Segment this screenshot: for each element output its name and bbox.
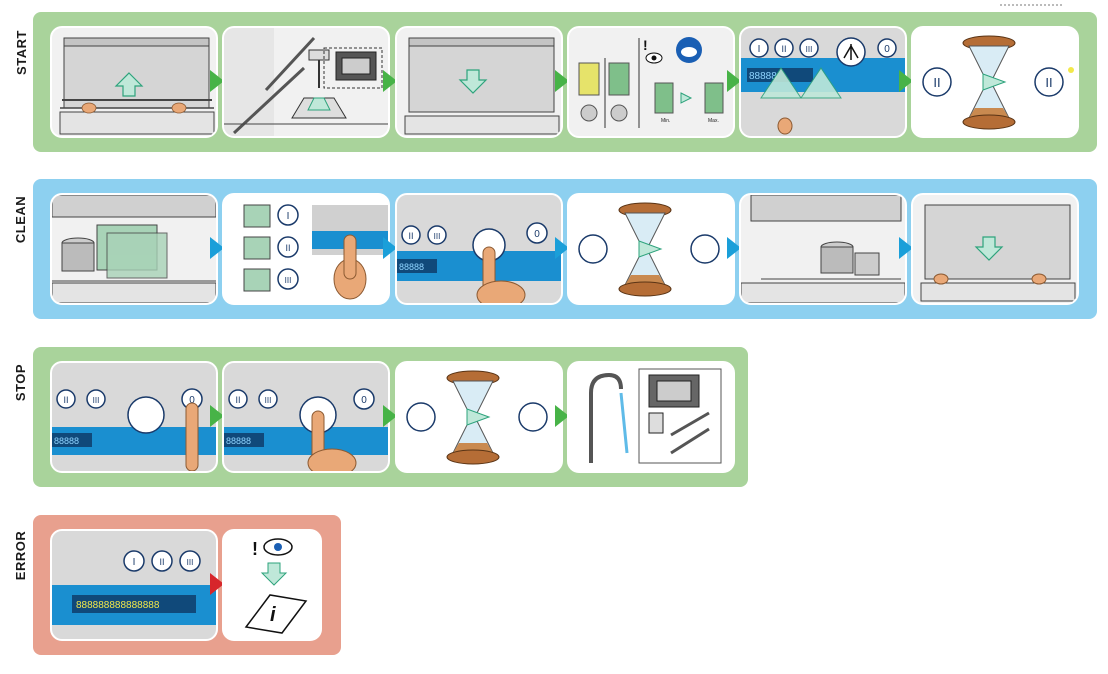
- clean-label: CLEAN: [8, 179, 34, 259]
- step-arrow: [383, 237, 397, 259]
- stop-step-press-stop: II III 0 88888: [50, 361, 218, 473]
- btn-2-label: II: [235, 395, 240, 405]
- btn-2-label: II: [63, 395, 68, 405]
- start-label: START: [8, 12, 34, 92]
- decorative-mark: [1000, 0, 1062, 6]
- start-step-lift-hood: [50, 26, 218, 138]
- min-label: Min.: [661, 118, 670, 124]
- goggles-icon: [676, 37, 702, 63]
- step-arrow: [210, 405, 224, 427]
- arrow-up-icon: [114, 72, 144, 97]
- stop-step-press-wash: II III 0 88888: [222, 361, 390, 473]
- clean-label-text: CLEAN: [13, 195, 29, 243]
- btn-2-label: II: [1045, 75, 1052, 90]
- step-arrow: [383, 70, 397, 92]
- stop-step-rinse-filters: [567, 361, 735, 473]
- arrow-down-icon: [458, 69, 488, 94]
- start-step-check-detergent: ! Min. Max.: [567, 26, 735, 138]
- stop-label: STOP: [8, 347, 34, 417]
- error-label-text: ERROR: [13, 530, 29, 580]
- start-step-select-cycle: I II III 0 88888: [739, 26, 907, 138]
- step-arrow: [383, 405, 397, 427]
- btn-2-label: II: [285, 243, 290, 253]
- clean-step-load-basket: [50, 193, 218, 305]
- btn-2-label: II: [933, 75, 940, 90]
- btn-1-label: I: [758, 44, 761, 55]
- display-digits: 88888: [54, 436, 79, 446]
- btn-0-label: 0: [361, 395, 367, 406]
- svg-text:!: !: [252, 539, 258, 559]
- btn-3-label: III: [265, 396, 272, 405]
- step-arrow: [555, 405, 569, 427]
- btn-1-label: I: [287, 211, 290, 222]
- clean-step-press-start: II III 0 88888: [395, 193, 563, 305]
- stop-label-text: STOP: [13, 363, 29, 401]
- error-step-check-manual: ! i: [222, 529, 322, 641]
- wash-icon: [843, 44, 859, 60]
- clean-step-unload: [739, 193, 907, 305]
- start-label-text: START: [13, 29, 29, 75]
- step-arrow: [555, 237, 569, 259]
- eye-icon: [263, 538, 293, 556]
- start-step-fit-filters: [222, 26, 390, 138]
- display-digits: 88888: [749, 71, 777, 82]
- btn-3-label: III: [187, 558, 194, 567]
- btn-0-label: 0: [534, 229, 540, 240]
- btn-0-label: 0: [884, 44, 890, 55]
- display-digits: 88888: [226, 436, 251, 446]
- error-label: ERROR: [8, 515, 34, 595]
- step-arrow: [899, 237, 913, 259]
- step-arrow: [899, 70, 913, 92]
- arrow-down-icon: [974, 236, 1004, 261]
- step-arrow: [210, 573, 224, 595]
- svg-text:!: !: [643, 37, 648, 53]
- arrow-down-icon: [260, 562, 288, 586]
- error-step-display: I II III 888888888888888: [50, 529, 218, 641]
- btn-0-label: 0: [189, 395, 195, 406]
- btn-3-label: III: [434, 232, 441, 241]
- btn-2-label: II: [159, 557, 164, 567]
- clean-step-wait: [567, 193, 735, 305]
- btn-3-label: III: [93, 396, 100, 405]
- clean-step-lower-hood: [911, 193, 1079, 305]
- step-arrow: [210, 70, 224, 92]
- max-label: Max.: [708, 118, 719, 124]
- error-display-digits: 888888888888888: [76, 600, 160, 611]
- info-letter: i: [270, 604, 276, 626]
- display-digits: 88888: [399, 262, 424, 272]
- step-arrow: [210, 237, 224, 259]
- btn-3-label: III: [285, 276, 292, 285]
- stop-step-wait: [395, 361, 563, 473]
- step-arrow: [555, 70, 569, 92]
- eye-icon: [645, 52, 663, 64]
- clean-step-select-program: I II III: [222, 193, 390, 305]
- start-step-wait: II II: [911, 26, 1079, 138]
- btn-1-label: I: [133, 557, 136, 568]
- step-arrow: [727, 237, 741, 259]
- btn-2-label: II: [781, 44, 786, 54]
- btn-3-label: III: [806, 45, 813, 54]
- step-arrow: [727, 70, 741, 92]
- start-step-lower-hood: [395, 26, 563, 138]
- manual-icon: i: [244, 594, 308, 634]
- btn-2-label: II: [408, 231, 413, 241]
